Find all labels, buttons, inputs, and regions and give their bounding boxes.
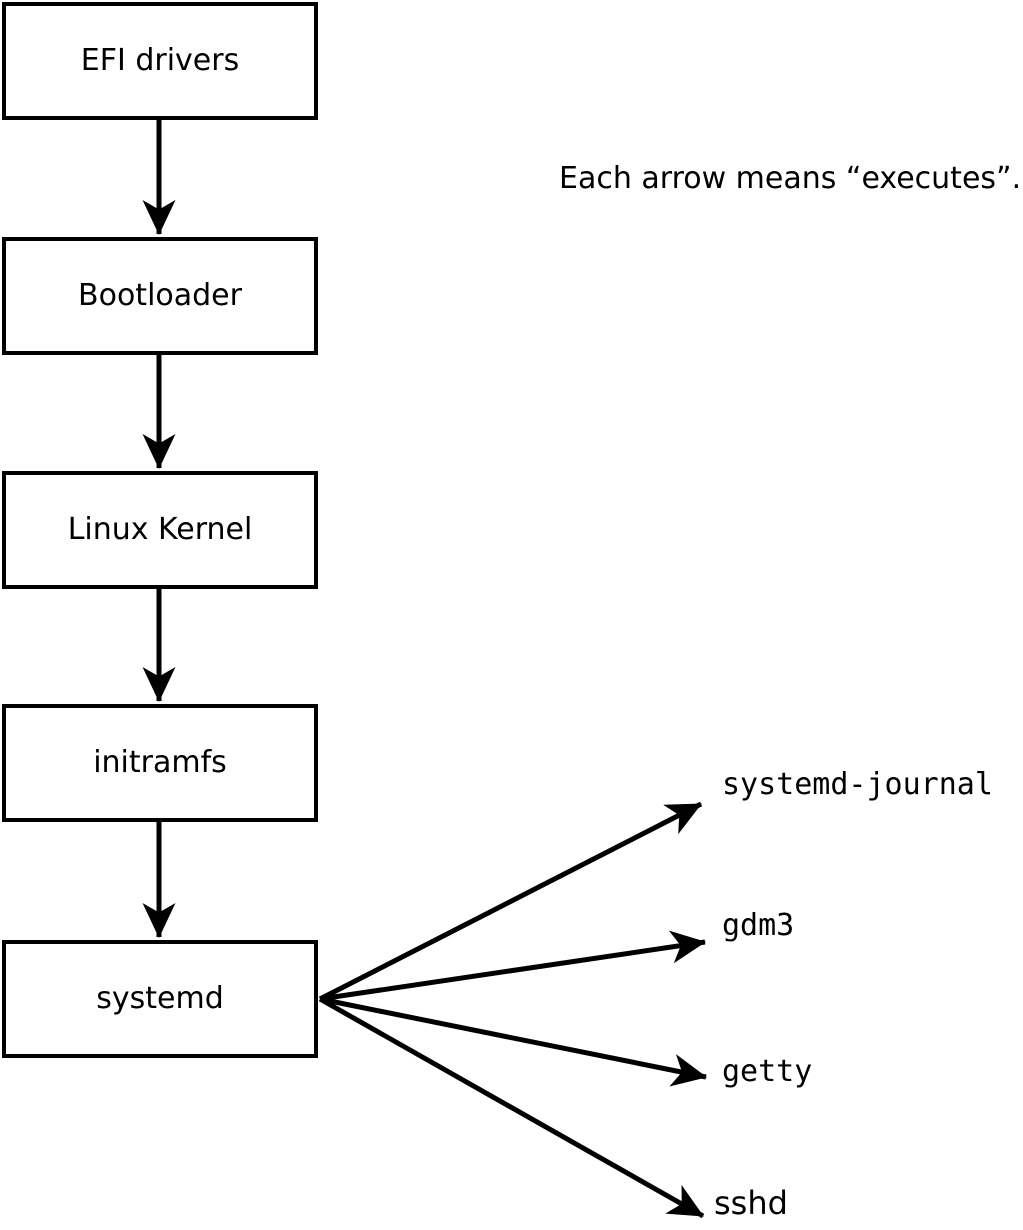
process-label-gdm3: gdm3 bbox=[722, 908, 795, 943]
node-linux-kernel-label: Linux Kernel bbox=[67, 512, 253, 547]
node-initramfs-label: initramfs bbox=[93, 745, 227, 780]
process-label-systemd-journal: systemd-journal bbox=[722, 767, 993, 802]
node-systemd-label: systemd bbox=[96, 981, 224, 1016]
arrow-systemd-to-gdm3 bbox=[319, 930, 706, 1002]
node-systemd: systemd bbox=[2, 940, 318, 1058]
arrow-meaning-note: Each arrow means “executes”. bbox=[559, 161, 1022, 196]
arrow-systemd-to-sshd bbox=[318, 996, 705, 1219]
process-label-sshd: sshd bbox=[714, 1184, 788, 1222]
process-label-getty: getty bbox=[722, 1054, 813, 1089]
node-linux-kernel: Linux Kernel bbox=[2, 471, 318, 589]
node-bootloader-label: Bootloader bbox=[78, 278, 242, 313]
node-initramfs: initramfs bbox=[2, 704, 318, 822]
arrow-systemd-to-journal bbox=[318, 801, 703, 1002]
node-bootloader: Bootloader bbox=[2, 237, 318, 355]
arrow-systemd-to-getty bbox=[319, 996, 707, 1087]
node-efi-drivers-label: EFI drivers bbox=[80, 43, 240, 78]
node-efi-drivers: EFI drivers bbox=[2, 2, 318, 120]
